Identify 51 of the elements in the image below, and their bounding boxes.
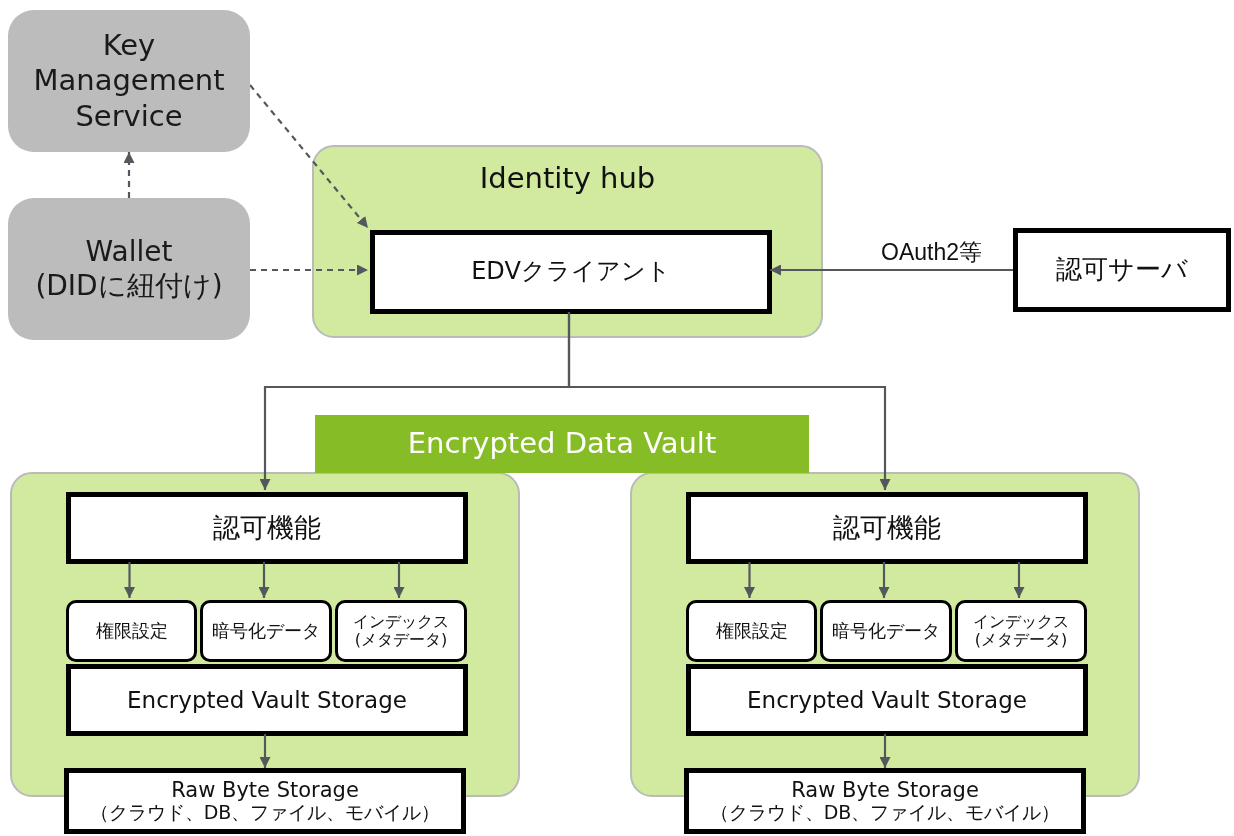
hub-panel bbox=[312, 145, 823, 338]
raw-storage-box bbox=[64, 768, 466, 834]
arrow bbox=[259, 734, 271, 768]
box-label: EDVクライアント bbox=[470, 257, 672, 287]
box-label: Encrypted Vault Storage bbox=[126, 685, 408, 714]
box-label: Raw Byte Storage bbox=[170, 778, 360, 803]
arrow bbox=[567, 312, 891, 490]
arrow bbox=[258, 562, 270, 598]
raw-storage-box bbox=[684, 768, 1086, 834]
dashed-arrow bbox=[250, 264, 368, 276]
box-label: （クラウド、DB、ファイル、モバイル） bbox=[88, 802, 442, 824]
permission-box bbox=[66, 600, 197, 662]
box-label: 暗号化データ bbox=[831, 620, 941, 642]
box-label: 権限設定 bbox=[714, 620, 789, 642]
index-box bbox=[955, 600, 1087, 662]
server-box bbox=[1013, 228, 1231, 312]
function-box bbox=[66, 492, 468, 564]
box-label: Wallet (DIDに紐付け) bbox=[34, 234, 224, 304]
arrow bbox=[878, 562, 890, 598]
arrow bbox=[124, 562, 135, 598]
panel-title: Identity hub bbox=[478, 161, 657, 197]
function-box bbox=[686, 492, 1088, 564]
box-label: Key Management Service bbox=[32, 27, 226, 135]
storage-box bbox=[686, 664, 1088, 736]
arrow bbox=[393, 562, 405, 598]
arrow bbox=[744, 562, 755, 598]
index-box bbox=[335, 600, 467, 662]
box-label: （クラウド、DB、ファイル、モバイル） bbox=[708, 802, 1062, 824]
arrow bbox=[1013, 562, 1025, 598]
arrow bbox=[770, 264, 1013, 276]
data-box bbox=[820, 600, 952, 662]
box-label: インデックス (メタデータ) bbox=[972, 613, 1070, 649]
data-box bbox=[200, 600, 332, 662]
box-label: Encrypted Data Vault bbox=[406, 426, 718, 462]
dashed-arrow bbox=[123, 152, 135, 198]
wallet-box bbox=[8, 198, 250, 340]
box-label: インデックス (メタデータ) bbox=[352, 613, 450, 649]
arrow bbox=[879, 734, 891, 768]
vault-banner bbox=[315, 415, 809, 473]
box-label: 権限設定 bbox=[94, 620, 169, 642]
box-label: 認可機能 bbox=[212, 511, 322, 545]
permission-box bbox=[686, 600, 817, 662]
box-label: 暗号化データ bbox=[211, 620, 321, 642]
dashed-arrow bbox=[249, 84, 369, 229]
service-box bbox=[8, 10, 250, 152]
box-label: 認可サーバ bbox=[1055, 254, 1189, 286]
box-label: Raw Byte Storage bbox=[790, 778, 980, 803]
box-label: Encrypted Vault Storage bbox=[746, 685, 1028, 714]
box-label: 認可機能 bbox=[832, 511, 942, 545]
client-box bbox=[370, 230, 772, 314]
storage-box bbox=[66, 664, 468, 736]
